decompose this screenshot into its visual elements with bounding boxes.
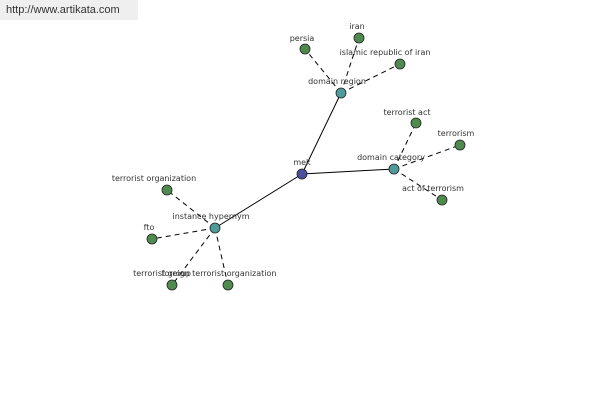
node-leaf-terrorist-group[interactable] [166,279,178,291]
edge-instance-hypernym-terrorist-group [171,227,216,286]
node-category-domain-category[interactable] [388,163,400,175]
node-label-instance-hypernym: instance hypernym [173,212,250,221]
node-label-act-of-terrorism: act of terrorism [402,184,464,193]
node-label-domain-region: domain region [308,77,366,86]
node-label-root: mek [293,158,311,167]
node-leaf-iran[interactable] [353,32,365,44]
node-label-terrorist-group: terrorist group [133,269,191,278]
nodes [146,32,466,291]
node-leaf-islamic-republic-of-iran[interactable] [394,58,406,70]
edge-domain-category-terrorism [393,144,461,170]
edge-instance-hypernym-fto [151,227,216,240]
node-label-foreign-terrorist-organization: foreign terrorist organization [162,269,277,278]
node-label-persia: persia [290,34,315,43]
node-leaf-persia[interactable] [299,43,311,55]
edges [151,37,461,286]
edge-domain-category-act-of-terrorism [393,168,443,201]
node-label-domain-category: domain category [357,153,425,162]
node-leaf-foreign-terrorist-organization[interactable] [222,279,234,291]
edge-domain-region-iran [340,37,360,94]
node-label-terrorism: terrorism [438,129,475,138]
node-leaf-act-of-terrorism[interactable] [436,194,448,206]
labels: mek domain region persia iran islamic republ… [112,22,475,278]
node-category-instance-hypernym[interactable] [209,222,221,234]
edge-root-instance-hypernym [214,173,303,229]
node-label-islamic-republic-of-iran: islamic republic of iran [340,48,431,57]
node-label-terrorist-act: terrorist act [383,108,430,117]
node-label-fto: fto [144,223,155,232]
edge-instance-hypernym-terrorist-organization [166,189,216,229]
edge-instance-hypernym-foreign-terrorist-organization [214,227,229,286]
watermark: http://www.artikata.com [0,0,138,20]
node-root-mek[interactable] [296,168,308,180]
edge-domain-region-islamic-republic-of-iran [340,63,401,94]
node-leaf-terrorist-organization[interactable] [161,184,173,196]
node-label-terrorist-organization: terrorist organization [112,174,196,183]
node-leaf-terrorism[interactable] [454,139,466,151]
edge-root-domain-region [301,92,342,175]
edge-domain-region-persia [304,48,342,94]
node-category-domain-region[interactable] [335,87,347,99]
node-leaf-terrorist-act[interactable] [410,117,422,129]
node-leaf-fto[interactable] [146,233,158,245]
edge-root-domain-category [301,168,395,175]
node-label-iran: iran [349,22,364,31]
